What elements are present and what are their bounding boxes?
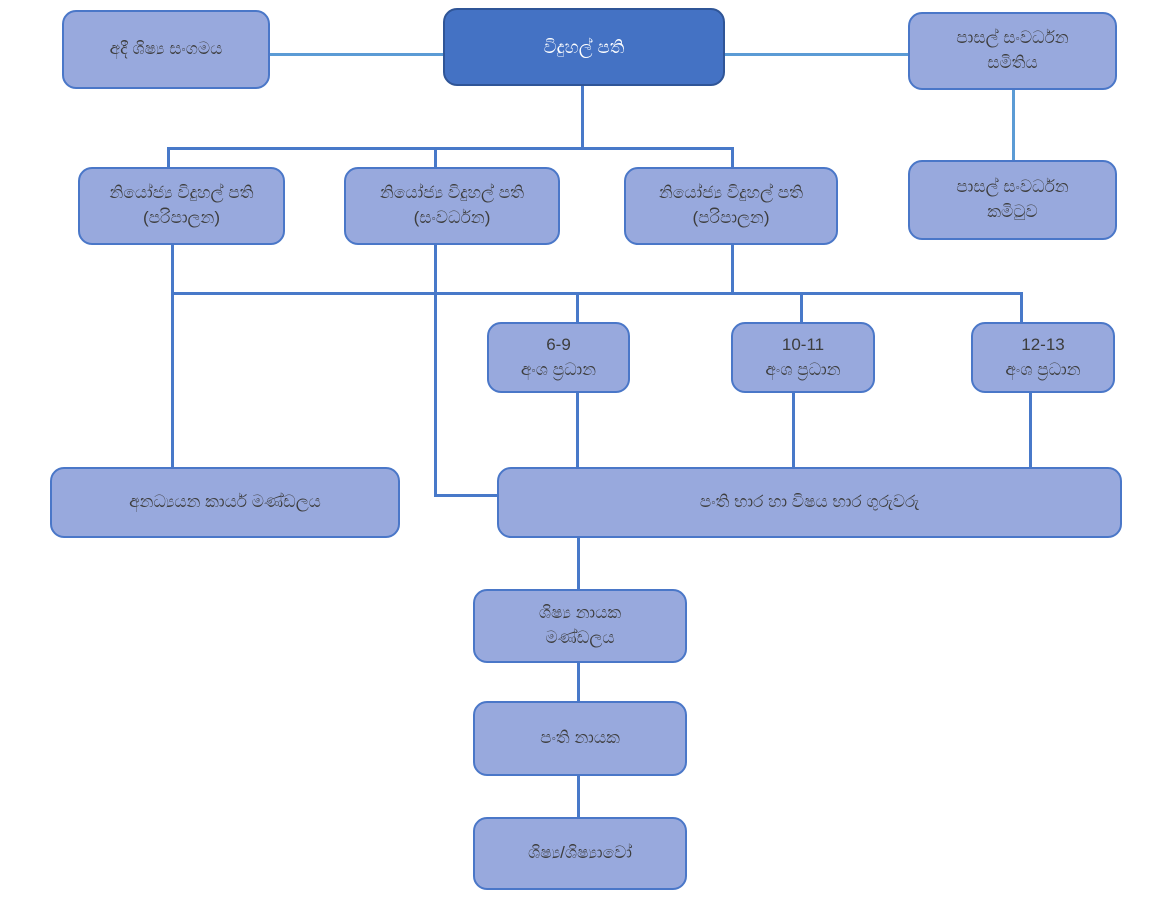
connector bbox=[1012, 90, 1015, 160]
connector bbox=[171, 292, 1023, 295]
node-label: පංති නායක bbox=[540, 728, 620, 748]
node-label: පාසල් සංවර්ධන bbox=[956, 177, 1069, 197]
connector bbox=[167, 147, 734, 150]
connector bbox=[725, 53, 908, 56]
connector bbox=[731, 147, 734, 168]
node-class-monitors: පංති නායක bbox=[473, 701, 687, 776]
connector bbox=[1020, 292, 1023, 322]
node-label: 12-13 bbox=[1021, 334, 1065, 354]
node-label: නියෝජ්‍ය විදුහල් පති bbox=[109, 183, 254, 203]
node-principal: විදුහල් පති bbox=[443, 8, 725, 86]
connector bbox=[577, 776, 580, 817]
node-section-head-10-11: 10-11 අංශ ප්‍රධාන bbox=[731, 322, 875, 393]
node-label: (සංවර්ධන) bbox=[413, 208, 491, 227]
node-label: පංති භාර හා විෂය භාර ගුරුවරු bbox=[699, 492, 920, 512]
node-label: පාසල් සංවර්ධන bbox=[956, 28, 1069, 48]
node-deputy-principal-admin-2: නියෝජ්‍ය විදුහල් පති (පරිපාලන) bbox=[624, 167, 838, 245]
node-prefect-board: ශිෂ්‍ය නායක මණ්ඩලය bbox=[473, 589, 687, 663]
connector bbox=[1029, 393, 1032, 467]
connector bbox=[576, 292, 579, 322]
node-label: නියෝජ්‍ය විදුහල් පති bbox=[379, 183, 525, 203]
node-label: (පරිපාලන) bbox=[692, 208, 770, 227]
node-section-head-6-9: 6-9 අංශ ප්‍රධාන bbox=[487, 322, 630, 393]
connector bbox=[577, 663, 580, 701]
node-deputy-principal-admin-1: නියෝජ්‍ය විදුහල් පති (පරිපාලන) bbox=[78, 167, 285, 245]
node-school-dev-society: පාසල් සංවර්ධන සමිතිය bbox=[908, 12, 1117, 90]
node-label: විදුහල් පති bbox=[543, 36, 625, 57]
connector bbox=[731, 245, 734, 295]
node-deputy-principal-development: නියෝජ්‍ය විදුහල් පති (සංවර්ධන) bbox=[344, 167, 560, 245]
node-label: අංශ ප්‍රධාන bbox=[520, 359, 597, 379]
node-alumni-association: අදී ශිෂ්‍ය සංගමය bbox=[62, 10, 270, 89]
connector bbox=[434, 245, 437, 497]
connector bbox=[577, 538, 580, 589]
connector bbox=[792, 393, 795, 467]
node-label: 10-11 bbox=[781, 334, 825, 354]
connector bbox=[576, 393, 579, 467]
connector bbox=[171, 245, 174, 467]
connector bbox=[167, 147, 170, 168]
node-label: සමිතිය bbox=[987, 53, 1038, 72]
node-label: ශිෂ්‍ය/ශිෂ්‍යාවෝ bbox=[528, 843, 632, 863]
node-label: අංශ ප්‍රධාන bbox=[1005, 359, 1081, 379]
node-label: අනධ්‍යයන කාර්ය මණ්ඩලය bbox=[129, 492, 321, 512]
connector bbox=[800, 292, 803, 322]
connector bbox=[581, 85, 584, 150]
node-label: ශිෂ්‍ය නායක bbox=[538, 603, 622, 623]
node-class-and-subject-teachers: පංති භාර හා විෂය භාර ගුරුවරු bbox=[497, 467, 1122, 538]
node-label: (පරිපාලන) bbox=[143, 208, 220, 227]
node-label: අංශ ප්‍රධාන bbox=[765, 359, 841, 379]
node-school-dev-committee: පාසල් සංවර්ධන කමිටුව bbox=[908, 160, 1117, 240]
node-students: ශිෂ්‍ය/ශිෂ්‍යාවෝ bbox=[473, 817, 687, 890]
connector bbox=[434, 494, 497, 497]
node-non-academic-staff: අනධ්‍යයන කාර්ය මණ්ඩලය bbox=[50, 467, 400, 538]
node-label: නියෝජ්‍ය විදුහල් පති bbox=[658, 183, 804, 203]
node-label: 6-9 bbox=[546, 334, 571, 354]
connector bbox=[434, 147, 437, 168]
node-label: අදී ශිෂ්‍ය සංගමය bbox=[109, 39, 223, 59]
node-label: මණ්ඩලය bbox=[545, 628, 615, 647]
node-label: කමිටුව bbox=[987, 202, 1038, 221]
node-section-head-12-13: 12-13 අංශ ප්‍රධාන bbox=[971, 322, 1115, 393]
connector bbox=[270, 53, 443, 56]
